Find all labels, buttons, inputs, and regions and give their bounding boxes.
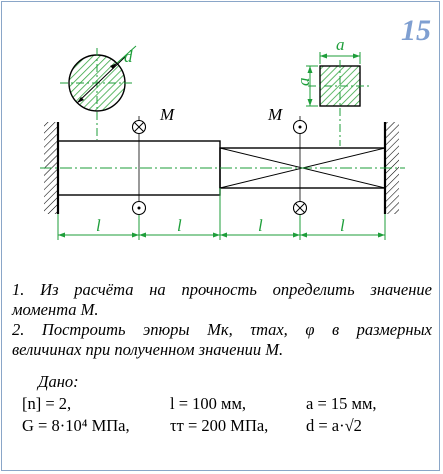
shaft-diagram: d a a M M l l l l (40, 35, 405, 240)
given-n: [n] = 2, (22, 394, 72, 413)
item2-line2: величинах при полученном значении М. (12, 340, 284, 359)
dim-a-side-arrow-t (307, 66, 313, 73)
diameter-arrow-1 (110, 63, 117, 69)
diameter-arrow-2 (77, 97, 84, 103)
label-l-4: l (340, 216, 345, 235)
label-d: d (124, 47, 133, 66)
given-title: Дано: (38, 372, 79, 391)
item1-line2: момента М. (12, 300, 99, 319)
diameter-dim-line (76, 55, 127, 104)
label-l-3: l (258, 216, 263, 235)
dim-a-side-arrow-b (307, 99, 313, 106)
label-M-right: M (267, 105, 283, 124)
label-M-left: M (159, 105, 175, 124)
label-a-top: a (336, 35, 345, 54)
given-l: l = 100 мм, (170, 394, 247, 413)
given-a: a = 15 мм, (306, 394, 377, 413)
given-d: d = a·√2 (306, 416, 362, 435)
label-l-2: l (177, 216, 182, 235)
problem-number: 15 (401, 14, 431, 47)
given-G: G = 8·10⁴ МПа, (22, 416, 130, 435)
item1-line1: 1. Из расчёта на прочность определить зн… (12, 280, 432, 299)
dim-arrows (58, 232, 385, 238)
dim-a-top-arrow-l (320, 53, 327, 59)
given-tau: τт = 200 МПа, (170, 416, 269, 435)
item2-line1: 2. Построить эпюры Mк, τmax, φ в размерн… (12, 320, 432, 339)
label-a-side: a (294, 78, 313, 87)
dim-a-top-arrow-r (353, 53, 360, 59)
diameter-dim-ext (116, 45, 137, 64)
problem-statement: 1. Из расчёта на прочность определить зн… (12, 280, 432, 360)
label-l-1: l (96, 216, 101, 235)
